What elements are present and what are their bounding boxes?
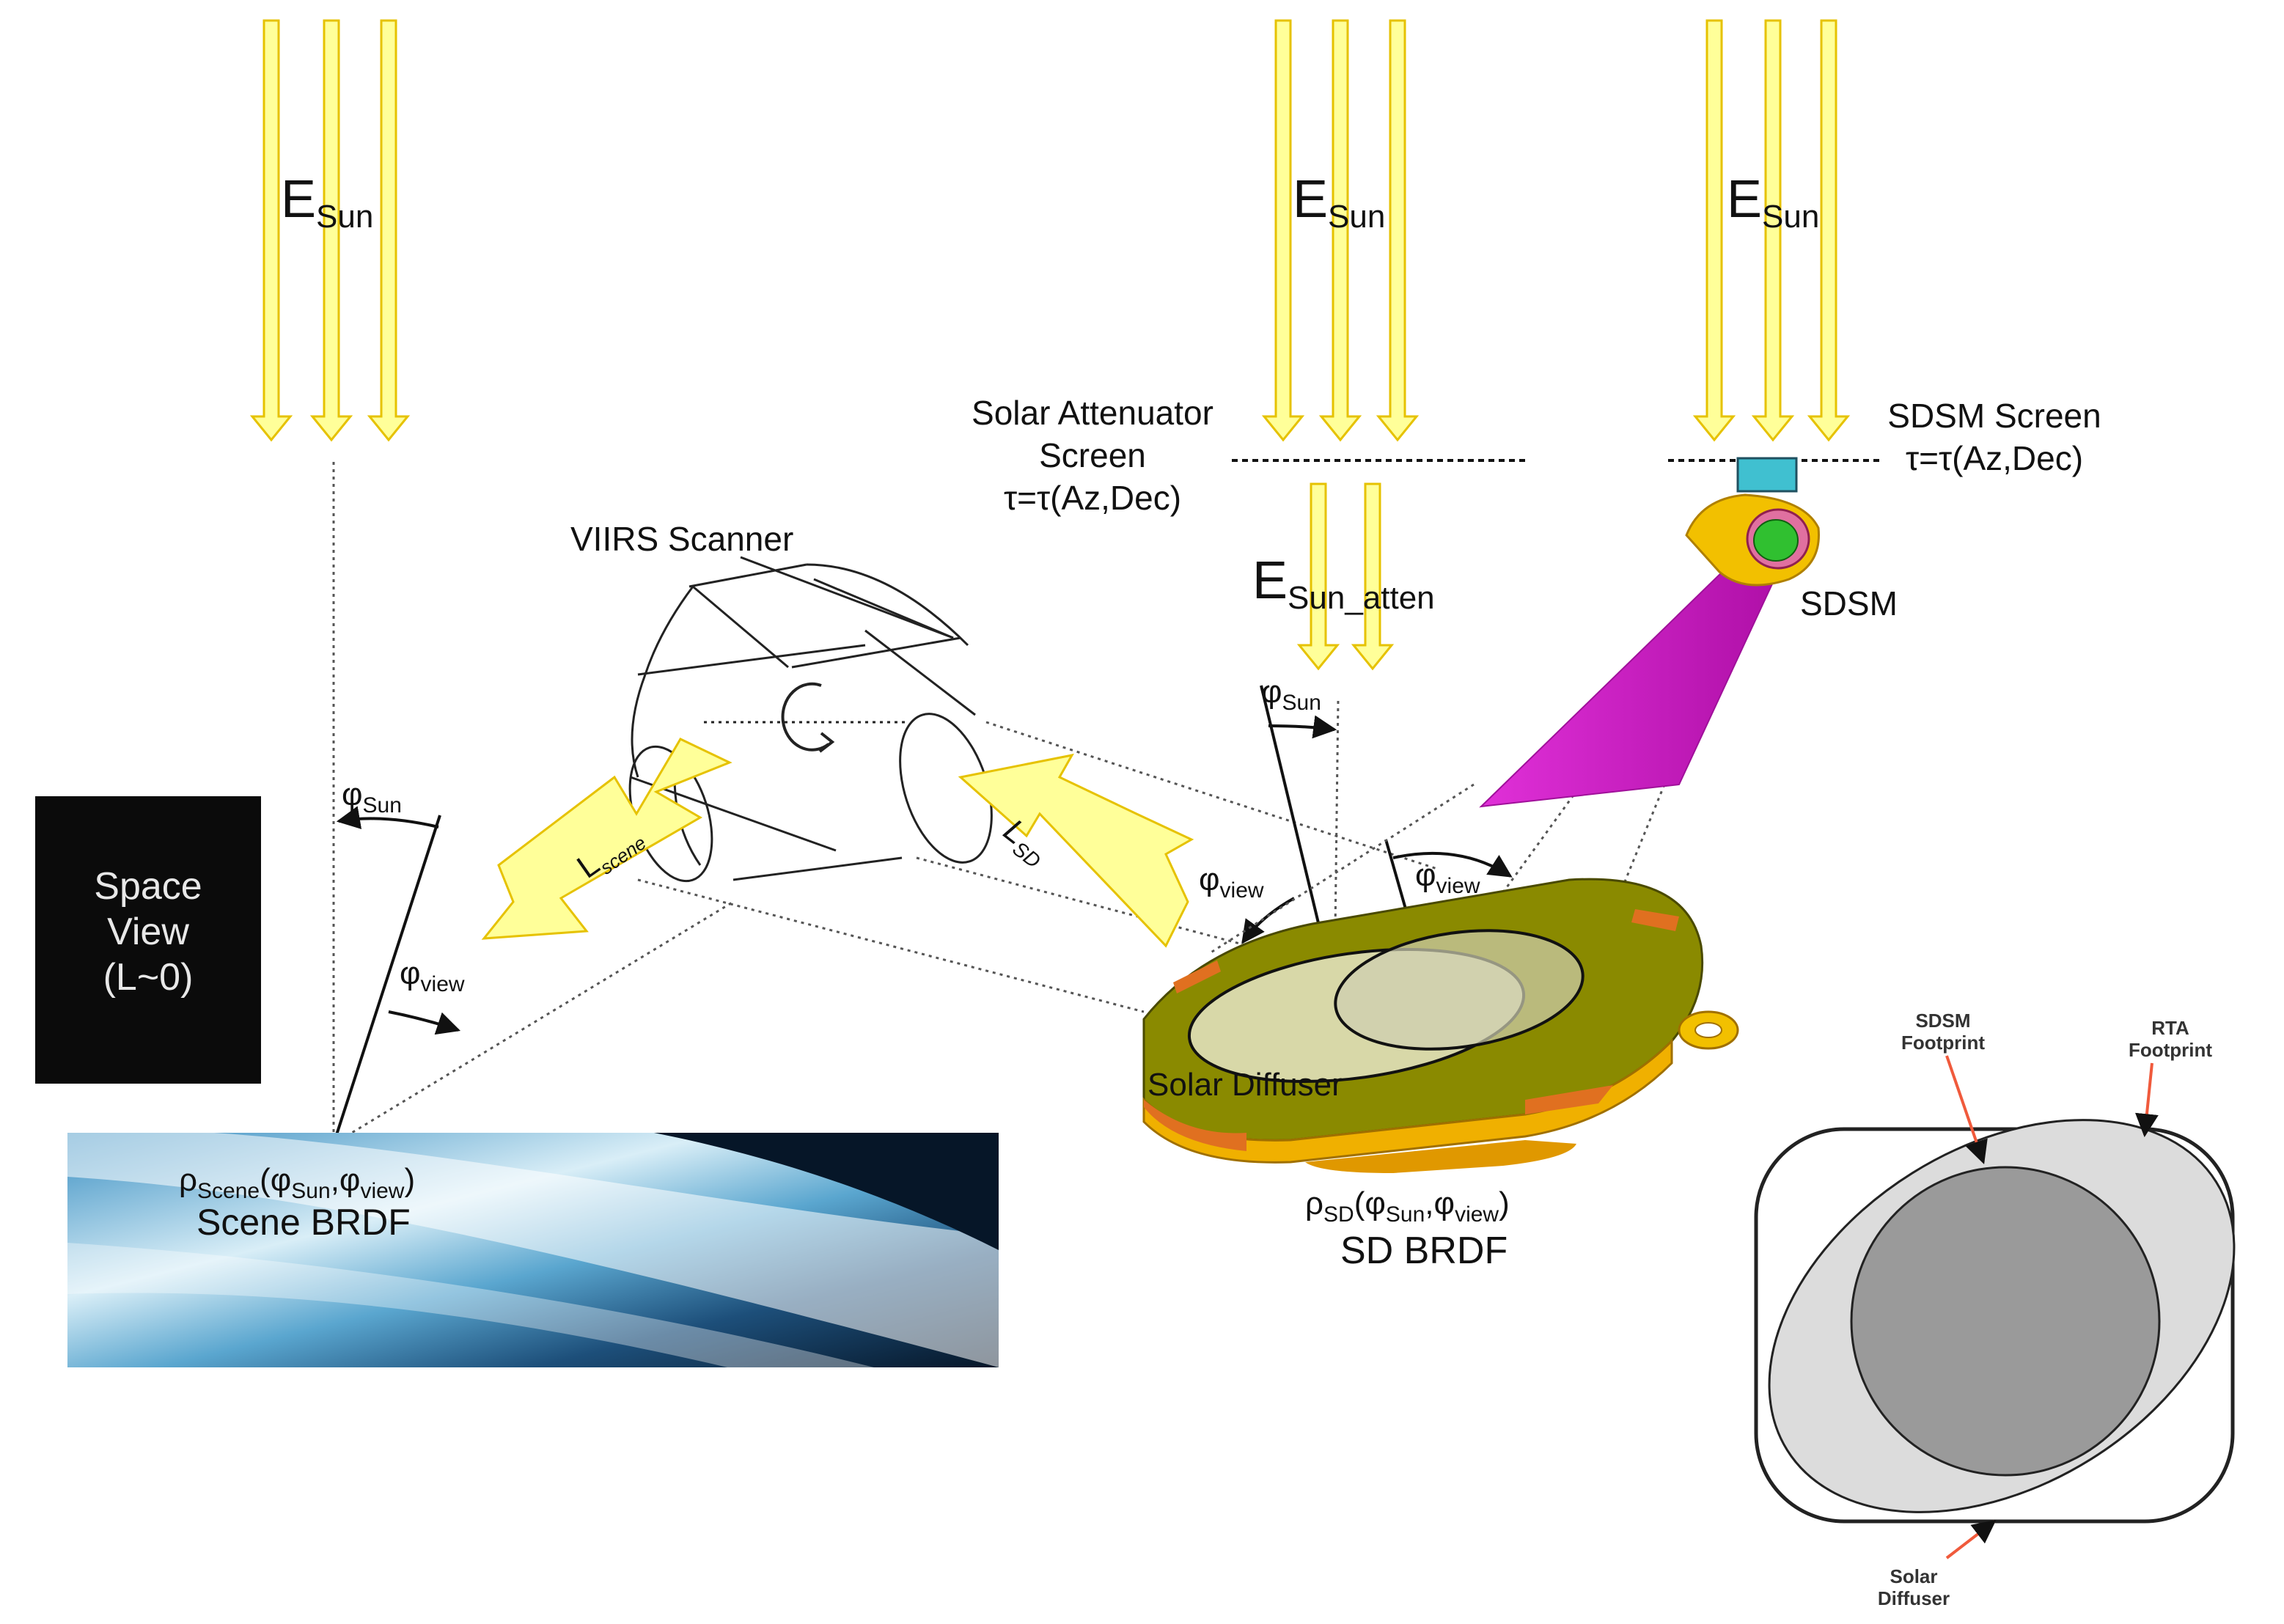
- solar-diffuser-pointer: [1945, 1520, 1997, 1559]
- sun-ray-arrow: [249, 19, 293, 442]
- solar-diffuser-drawing: [1142, 878, 1739, 1173]
- sun-atten-ray-arrow: [1296, 482, 1340, 671]
- sun-rays-right: [1692, 19, 1851, 442]
- sun-rays-left: [249, 19, 411, 442]
- sdsm-label: SDSM: [1800, 584, 1898, 622]
- sun-ray-arrow: [1751, 19, 1795, 442]
- rta-footprint-pointer: [2135, 1062, 2159, 1138]
- e-sun-atten-label: ESun_atten: [1252, 551, 1435, 616]
- sdsm-screen-tau: τ=τ(Az,Dec): [1905, 439, 2084, 477]
- viirs-scanner-label: VIIRS Scanner: [570, 520, 794, 558]
- sun-ray-arrow: [1318, 19, 1362, 442]
- sun-ray-arrow: [1692, 19, 1736, 442]
- sdsm-screen-label: SDSM Screen: [1887, 397, 2101, 435]
- sun-ray-arrow: [367, 19, 411, 442]
- scanner-view-lines: [637, 721, 1438, 1013]
- space-view-line3: (L~0): [103, 956, 194, 999]
- space-view-box: Space View (L~0): [35, 796, 261, 1084]
- sd-brdf-label: SD BRDF: [1340, 1230, 1508, 1272]
- solar-diffuser-label: Solar Diffuser: [1147, 1067, 1343, 1103]
- sdsm-footprint-pointer: [1945, 1055, 1988, 1165]
- l-scene-arrow: [481, 738, 732, 940]
- e-sun-label-middle: ESun: [1293, 170, 1386, 235]
- sdsm-device: [1479, 457, 1820, 808]
- space-view-line2: View: [107, 911, 189, 953]
- scene-angle-geometry: [332, 806, 734, 1145]
- solar-attenuator-label-line1: Solar Attenuator: [972, 394, 1213, 432]
- sun-ray-arrow: [1261, 19, 1305, 442]
- viirs-scanner-drawing: [628, 556, 993, 883]
- sun-ray-arrow: [1376, 19, 1420, 442]
- sun-ray-arrow: [1807, 19, 1851, 442]
- solar-attenuator-tau: τ=τ(Az,Dec): [1003, 479, 1182, 517]
- scene-brdf-label: Scene BRDF: [197, 1202, 411, 1243]
- sun-atten-ray-arrow: [1351, 482, 1395, 671]
- sun-rays-middle: [1261, 19, 1420, 671]
- phi-sun-label-sd: φSun: [1261, 674, 1321, 715]
- space-view-line1: Space: [94, 865, 202, 908]
- earth-scene-image: [67, 1133, 999, 1367]
- sun-ray-arrow: [309, 19, 353, 442]
- phi-view-label-scene: φview: [400, 955, 465, 996]
- rho-sd-formula: ρSD(φSun,φview): [1305, 1186, 1510, 1227]
- inset-footprint-diagram: [1754, 1055, 2236, 1559]
- solar-attenuator-label-line2: Screen: [1039, 436, 1146, 474]
- l-sd-arrow: [958, 753, 1194, 948]
- phi-view-label-sd-right: φview: [1415, 857, 1480, 898]
- phi-view-label-sd-left: φview: [1199, 861, 1264, 903]
- e-sun-label-right: ESun: [1727, 170, 1820, 235]
- phi-sun-label-scene: φSun: [342, 776, 402, 817]
- e-sun-label-left: ESun: [281, 170, 374, 235]
- rho-scene-formula: ρScene(φSun,φview): [179, 1162, 416, 1203]
